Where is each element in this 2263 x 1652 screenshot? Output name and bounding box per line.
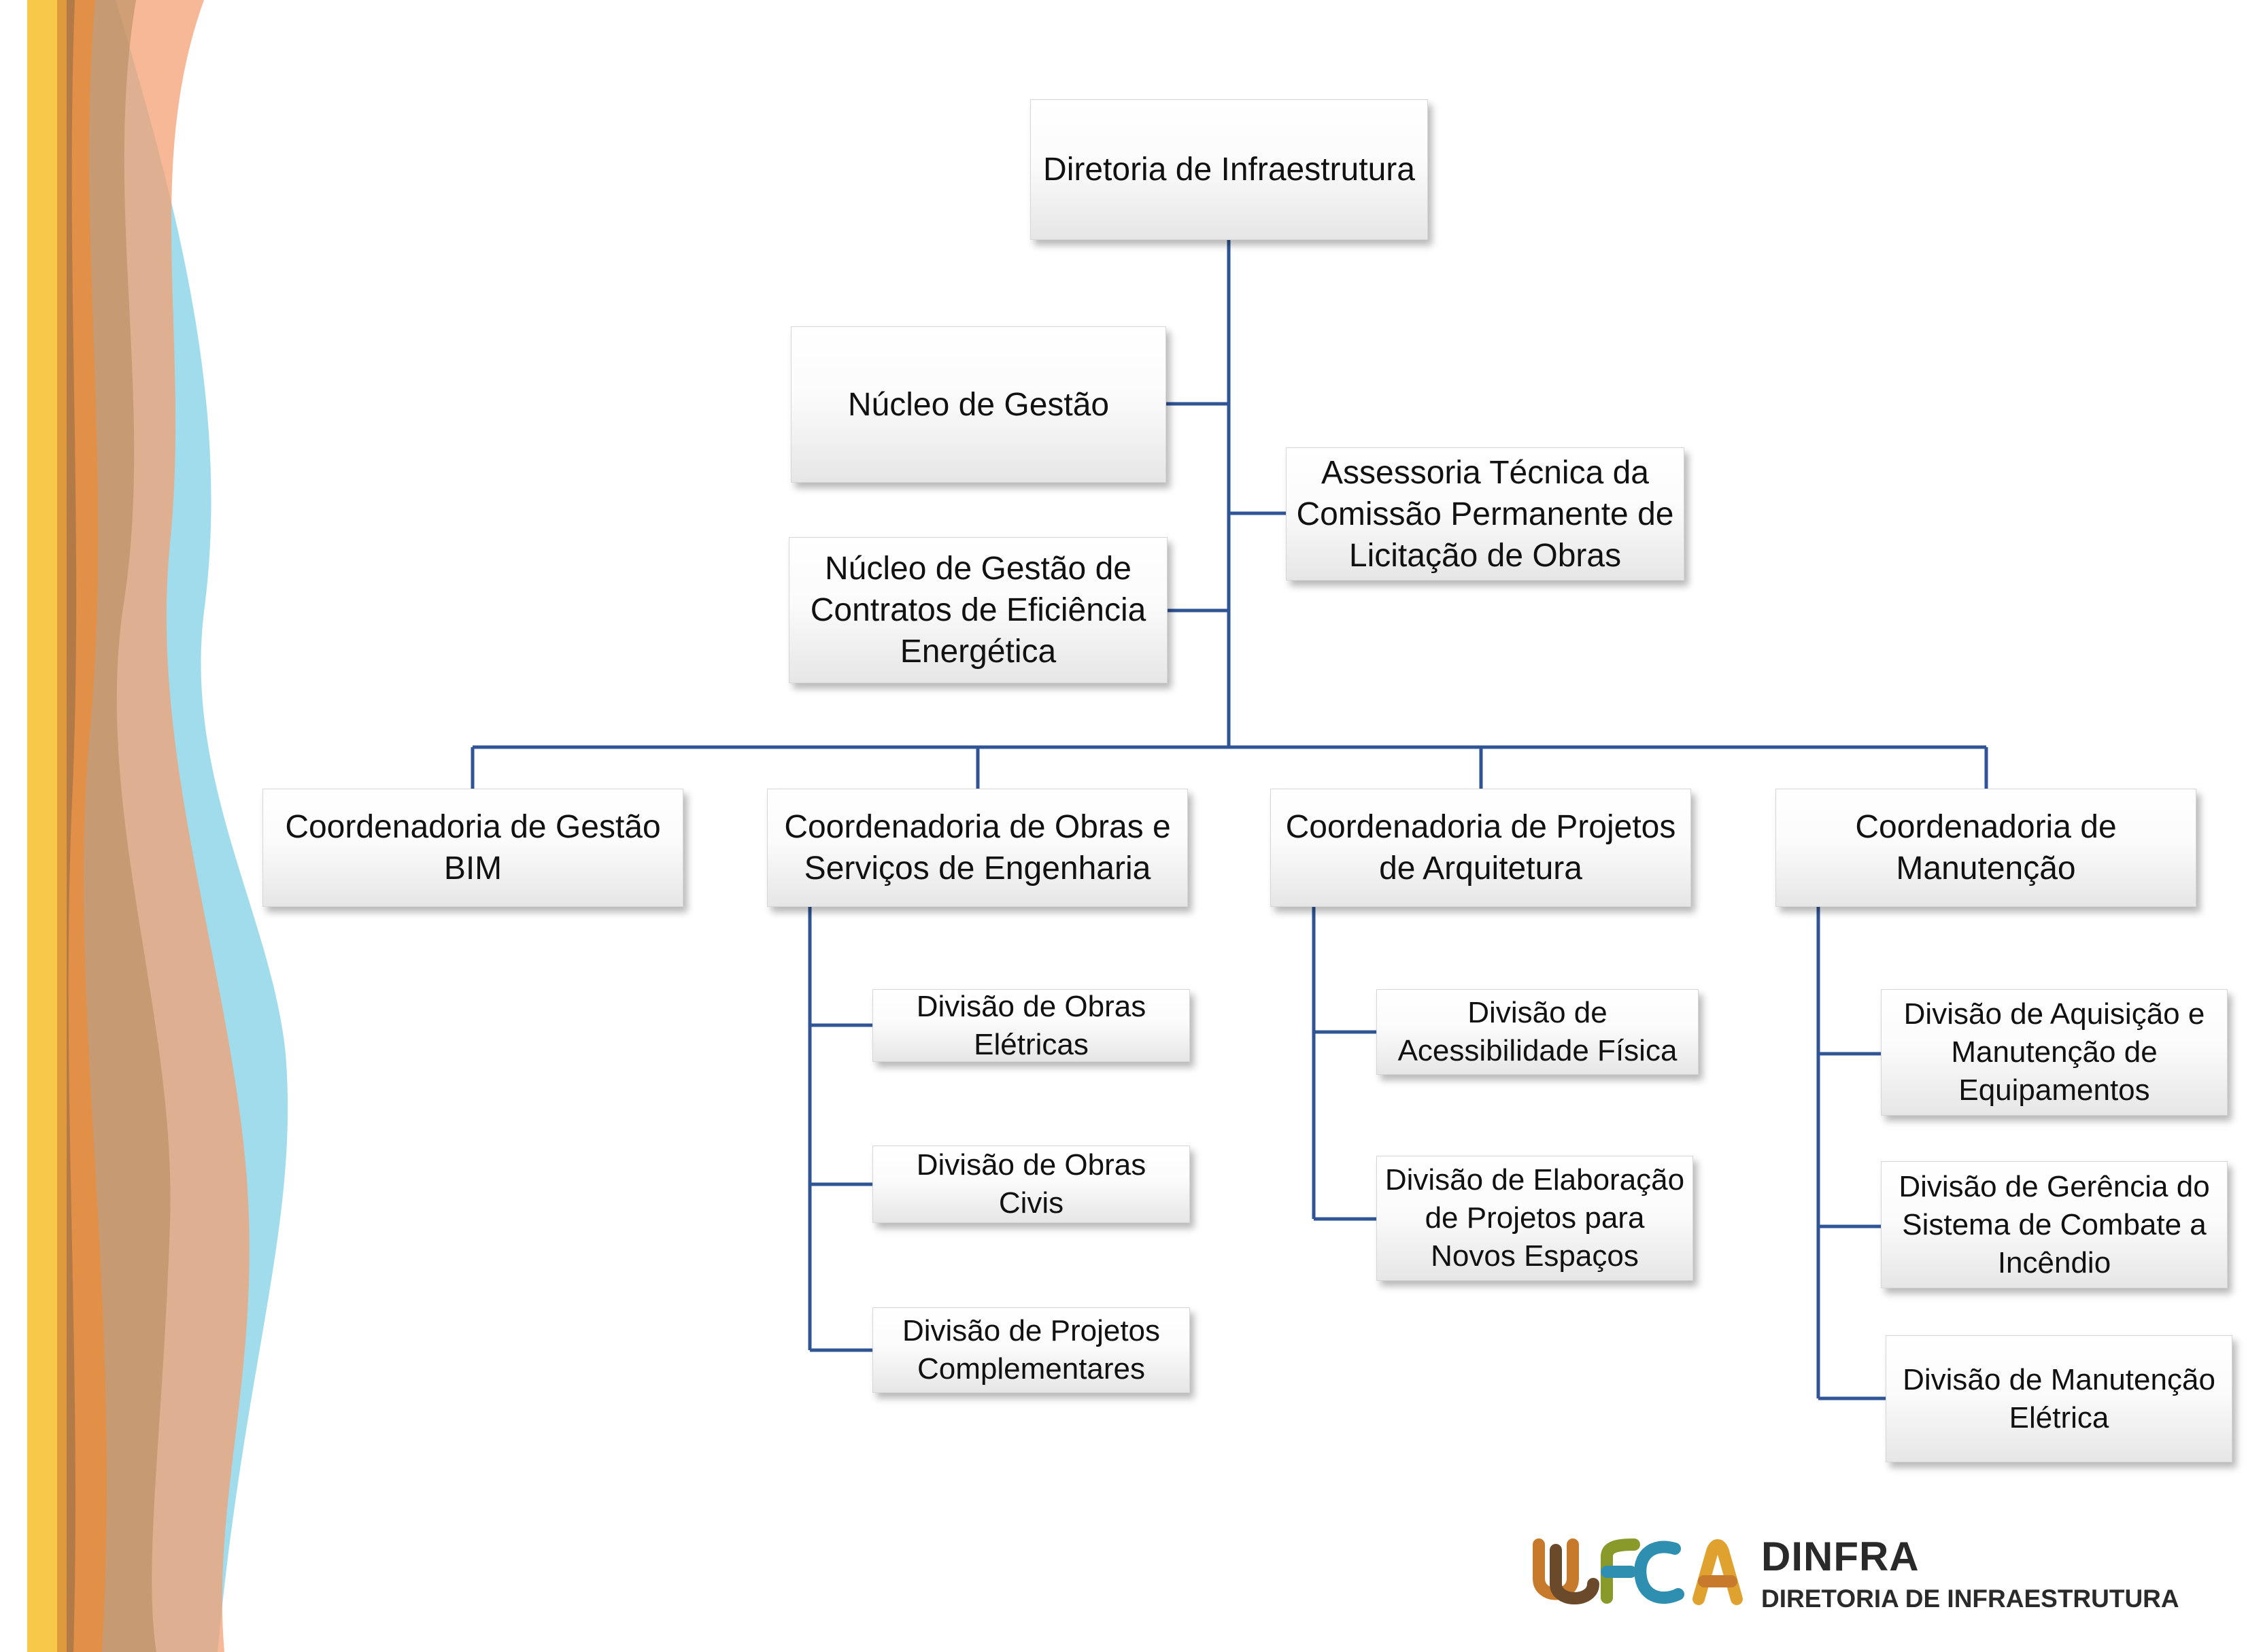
node-div-acessibilidade-label: Divisão de Acessibilidade Física [1397,996,1678,1067]
node-nucleo-eficiencia: Núcleo de Gestão de Contratos de Eficiên… [789,537,1168,683]
node-div-projetos-complementares-label: Divisão de Projetos Complementares [902,1314,1161,1386]
brand-title: DINFRA [1761,1534,1920,1579]
node-div-obras-eletricas-label: Divisão de Obras Elétricas [916,989,1146,1061]
node-coord-arquitetura-label: Coordenadoria de Projetos de Arquitetura [1285,809,1676,887]
node-coord-obras-label: Coordenadoria de Obras e Serviços de Eng… [784,809,1171,887]
node-div-obras-civis-label: Divisão de Obras Civis [916,1148,1146,1220]
node-coord-manutencao: Coordenadoria de Manutenção [1775,789,2196,907]
node-coord-arquitetura: Coordenadoria de Projetos de Arquitetura [1270,789,1691,907]
node-div-novos-espacos: Divisão de Elaboração de Projetos para N… [1376,1156,1693,1281]
node-div-aquisicao-label: Divisão de Aquisição e Manutenção de Equ… [1903,997,2205,1107]
node-div-incendio: Divisão de Gerência do Sistema de Combat… [1881,1161,2228,1288]
ufca-logo [1533,1538,1743,1605]
node-nucleo-gestao-label: Núcleo de Gestão [847,386,1110,423]
node-div-projetos-complementares: Divisão de Projetos Complementares [872,1307,1190,1393]
node-assessoria-tecnica: Assessoria Técnica da Comissão Permanent… [1286,447,1684,581]
node-div-man-eletrica: Divisão de Manutenção Elétrica [1886,1335,2232,1462]
node-div-acessibilidade: Divisão de Acessibilidade Física [1376,989,1699,1075]
node-diretoria: Diretoria de Infraestrutura [1030,99,1428,240]
node-div-aquisicao: Divisão de Aquisição e Manutenção de Equ… [1881,989,2228,1116]
node-div-obras-eletricas: Divisão de Obras Elétricas [872,989,1190,1062]
decorative-wave-band [0,0,288,1652]
node-div-man-eletrica-label: Divisão de Manutenção Elétrica [1903,1362,2215,1434]
node-coord-obras: Coordenadoria de Obras e Serviços de Eng… [767,789,1188,907]
brand-block: DINFRA DIRETORIA DE INFRAESTRUTURA [1529,1533,2181,1615]
node-coord-bim-label: Coordenadoria de Gestão BIM [285,809,661,887]
node-assessoria-tecnica-label: Assessoria Técnica da Comissão Permanent… [1296,454,1674,574]
node-div-incendio-label: Divisão de Gerência do Sistema de Combat… [1899,1169,2210,1279]
node-nucleo-gestao: Núcleo de Gestão [791,326,1166,483]
node-coord-manutencao-label: Coordenadoria de Manutenção [1855,809,2117,887]
brand-subtitle: DIRETORIA DE INFRAESTRUTURA [1761,1585,2179,1613]
node-div-novos-espacos-label: Divisão de Elaboração de Projetos para N… [1384,1163,1685,1273]
node-diretoria-label: Diretoria de Infraestrutura [1043,152,1415,188]
node-nucleo-eficiencia-label: Núcleo de Gestão de Contratos de Eficiên… [810,551,1146,670]
node-div-obras-civis: Divisão de Obras Civis [872,1146,1190,1223]
node-coord-bim: Coordenadoria de Gestão BIM [262,789,683,907]
